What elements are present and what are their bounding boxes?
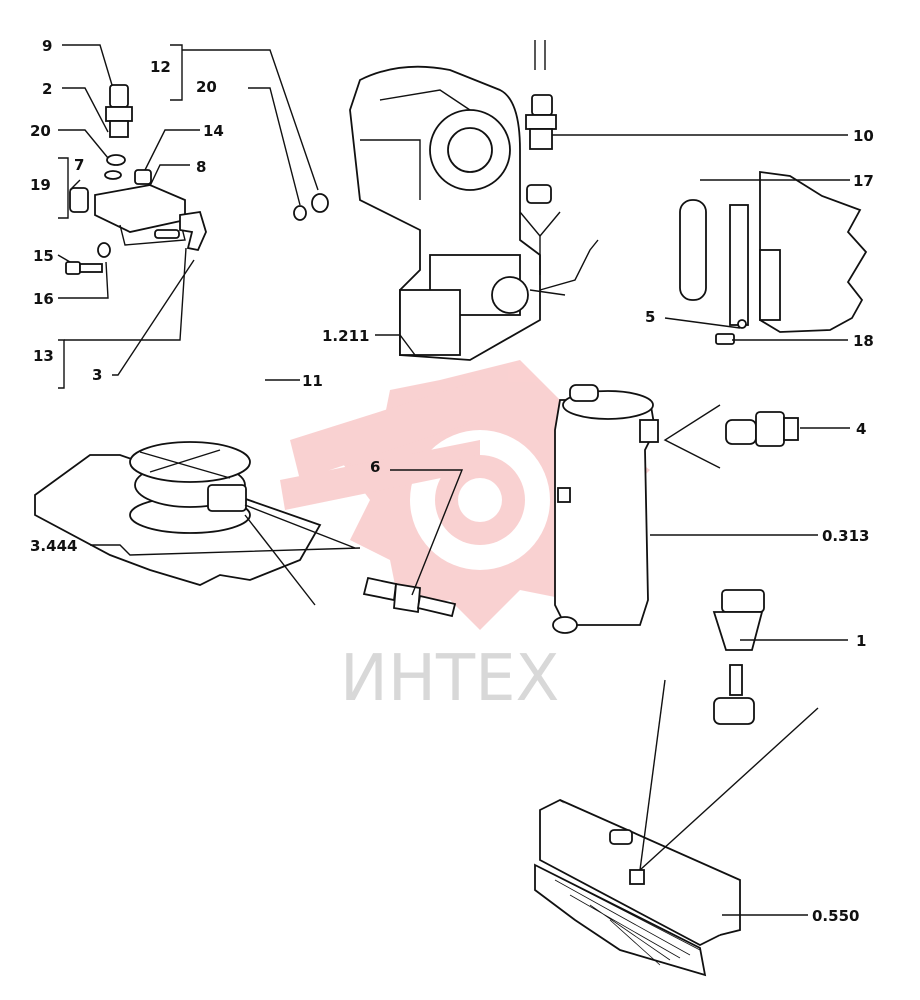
pump-plate-3-444: [34, 441, 356, 606]
callout-5: 5: [645, 308, 655, 326]
bolt-15: [65, 261, 103, 275]
callout-18: 18: [853, 332, 874, 350]
callout-17: 17: [853, 172, 874, 190]
callout-2: 2: [42, 80, 52, 98]
callout-1: 1: [856, 632, 866, 650]
plug-14: [134, 169, 152, 185]
callout-3: 3: [92, 366, 102, 384]
filter-0-313: [552, 384, 659, 634]
callout-7: 7: [74, 156, 84, 174]
callout-labels: 9 2 20 14 8 19 7 15 16 13 3 12 20 11 1.2…: [30, 37, 874, 925]
callout-15: 15: [33, 247, 54, 265]
transmission-1-211: [349, 65, 599, 361]
washer-16: [97, 242, 111, 258]
callout-9: 9: [42, 37, 52, 55]
callout-20-b: 20: [196, 78, 217, 96]
sensor-4: [663, 404, 799, 469]
pressure-switch-9: [104, 84, 133, 180]
callout-6: 6: [370, 458, 380, 476]
callout-12: 12: [150, 58, 171, 76]
callout-20: 20: [30, 122, 51, 140]
elbow-3: [179, 210, 207, 252]
callout-13: 13: [33, 347, 54, 365]
leader-lines: [57, 44, 850, 916]
watermark-text: ИНТЕХ: [340, 642, 559, 716]
callout-4: 4: [856, 420, 866, 438]
callout-19: 19: [30, 176, 51, 194]
temperature-sensor-10: [519, 40, 561, 275]
callout-16: 16: [33, 290, 54, 308]
callout-10: 10: [853, 127, 874, 145]
hose-11: [184, 193, 329, 429]
callout-3-444: 3.444: [30, 537, 77, 555]
callout-1-211: 1.211: [322, 327, 369, 345]
callout-8: 8: [196, 158, 206, 176]
sensor-1: [712, 589, 765, 725]
valve-block-8: [94, 184, 186, 246]
callout-0-313: 0.313: [822, 527, 869, 545]
fitting-19: [69, 187, 89, 213]
panel-17: [679, 170, 868, 345]
callout-11: 11: [302, 372, 323, 390]
sensor-6: [362, 576, 457, 618]
radiator-0-550: [534, 679, 819, 977]
callout-0-550: 0.550: [812, 907, 859, 925]
callout-14: 14: [203, 122, 224, 140]
